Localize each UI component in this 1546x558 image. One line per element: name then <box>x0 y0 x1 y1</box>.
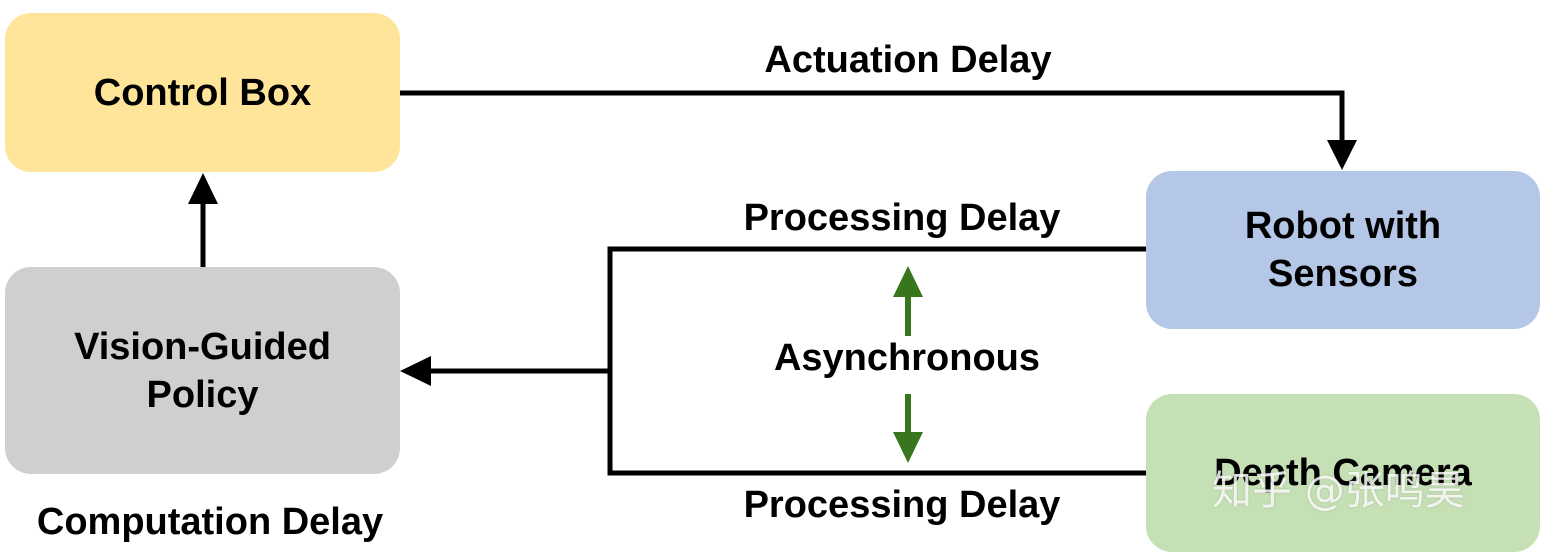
camera-node: Depth Camera <box>1146 394 1540 552</box>
actuation-connector <box>400 90 1345 142</box>
camera-label: Depth Camera <box>1214 452 1472 494</box>
policy-label: Vision-Guided Policy <box>74 325 331 416</box>
watermark: 知乎 @张鸣昊 <box>1212 468 1465 514</box>
control-box-label: Control Box <box>93 71 312 114</box>
control-box-node: Control Box <box>5 13 400 172</box>
async-down-arrowhead <box>893 432 923 463</box>
policy-to-control-arrowhead <box>188 173 218 204</box>
processing-delay-bottom-label: Processing Delay <box>743 484 1061 526</box>
policy-node: Vision-Guided Policy <box>5 267 400 474</box>
actuation-delay-label: Actuation Delay <box>764 39 1052 81</box>
processing-arrowhead <box>400 356 431 386</box>
robot-label: Robot with Sensors <box>1244 205 1442 295</box>
robot-node: Robot with Sensors <box>1146 171 1540 329</box>
actuation-arrowhead <box>1327 140 1357 170</box>
asynchronous-label: Asynchronous <box>773 337 1041 379</box>
processing-top-connector <box>607 246 1146 476</box>
processing-delay-top-label: Processing Delay <box>743 197 1061 239</box>
computation-delay-label: Computation Delay <box>36 501 384 543</box>
async-up-arrowhead <box>893 266 923 297</box>
